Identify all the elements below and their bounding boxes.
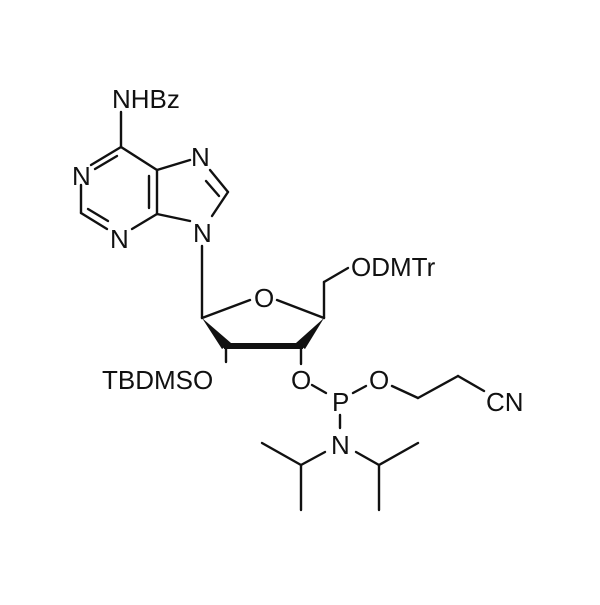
nhbz-label: NHBz [112, 84, 180, 114]
ribose-ring-bonds [200, 266, 350, 366]
o3-label: O [291, 365, 311, 395]
atom-labels: NHBz N N N N O ODMTr TBDMSO O P O CN N [72, 84, 524, 460]
cn-label: CN [486, 387, 524, 417]
tbdmso-label: TBDMSO [102, 365, 213, 395]
ring-oxygen-label: O [254, 283, 274, 313]
n9-label: N [193, 218, 212, 248]
purine-base-bonds [79, 110, 230, 320]
odmtr-label: ODMTr [351, 252, 436, 282]
amine-n-label: N [331, 430, 350, 460]
n1-label: N [72, 161, 91, 191]
phosphorus-label: P [332, 387, 349, 417]
n3-label: N [110, 224, 129, 254]
phosphoramidite-bonds [260, 374, 486, 512]
cyanoethyl-oxygen-label: O [369, 365, 389, 395]
n7-label: N [191, 142, 210, 172]
